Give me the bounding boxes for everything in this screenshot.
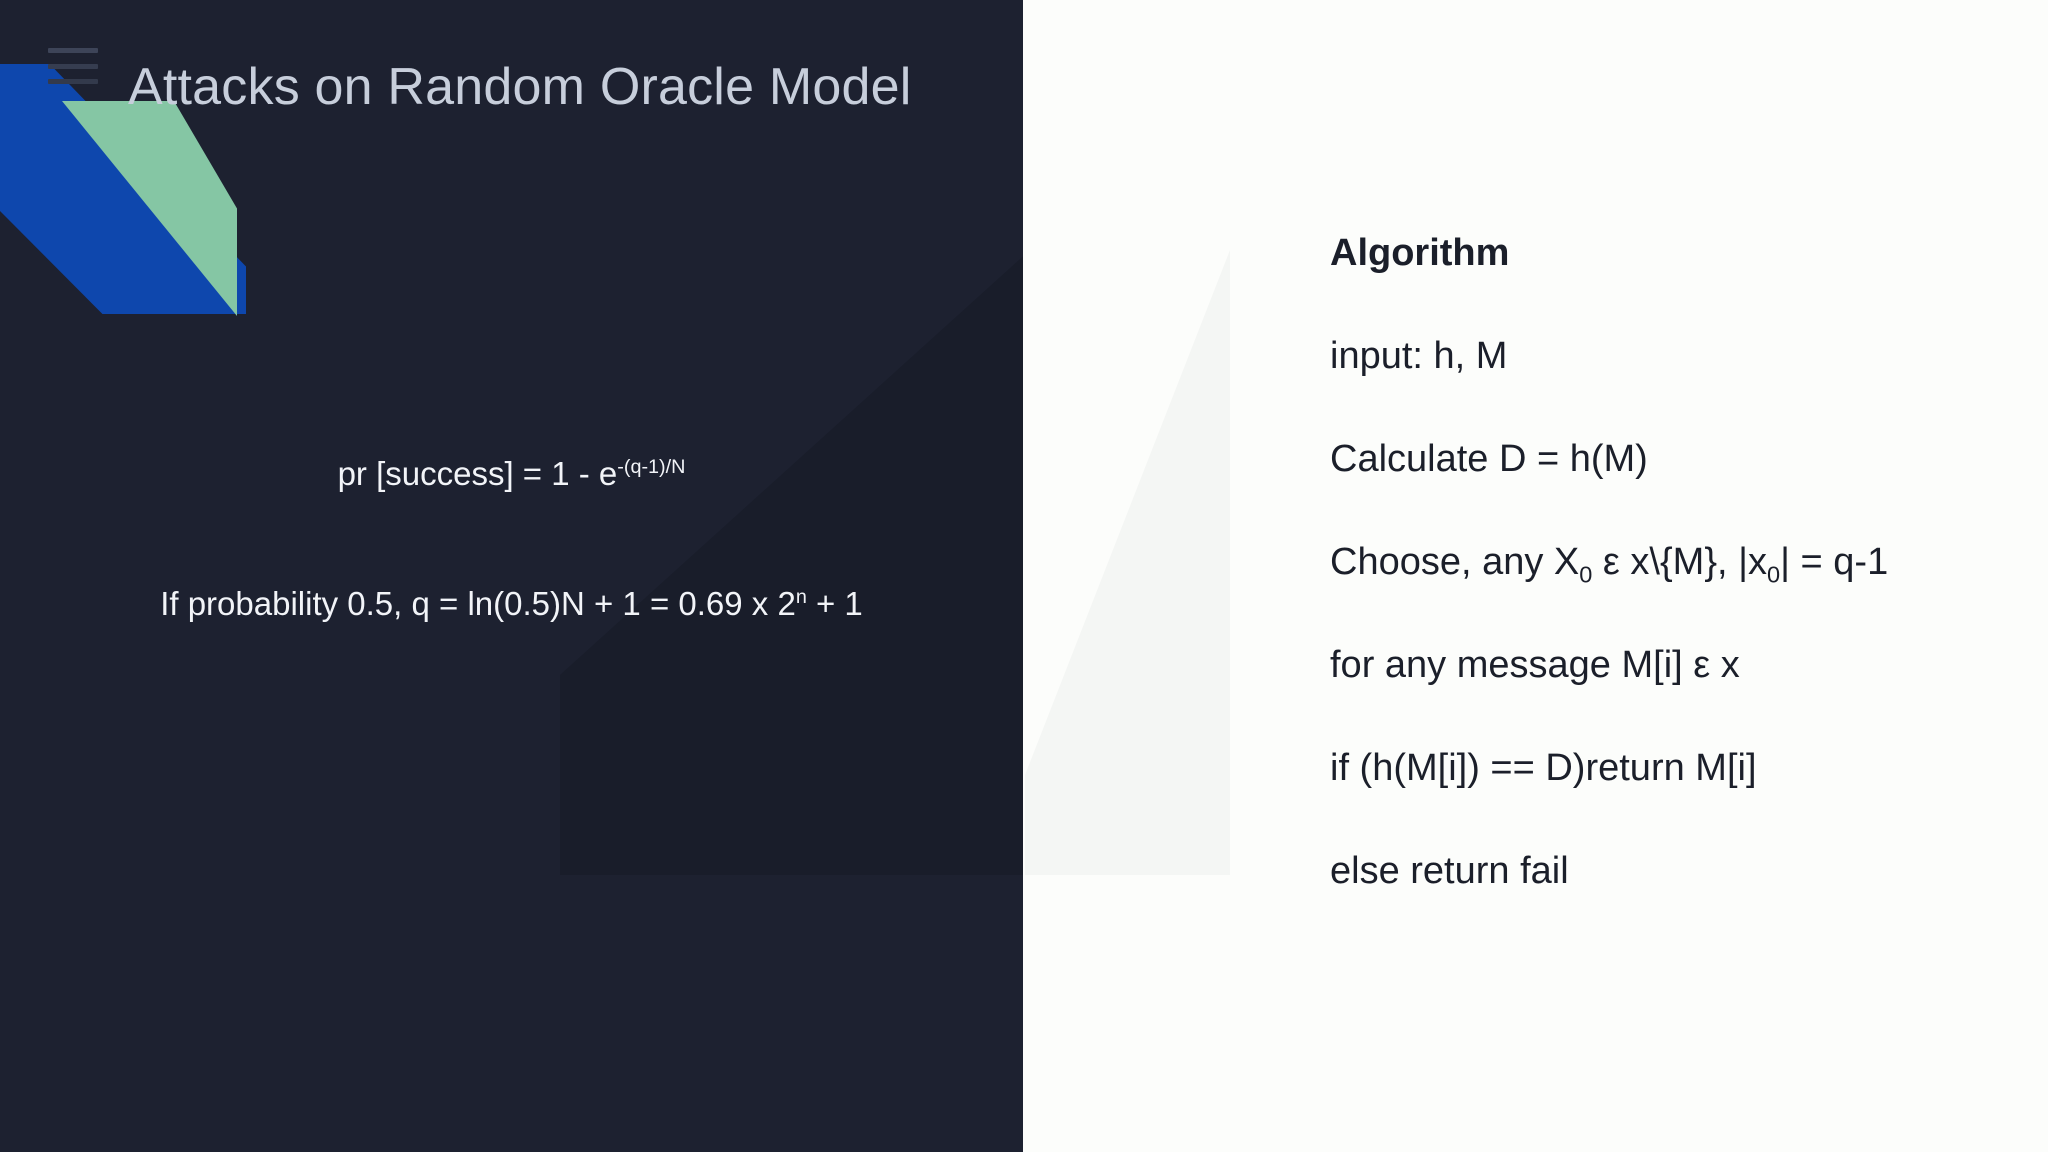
hamburger-bar-2 (48, 63, 98, 69)
right-light-panel: Algorithm input: h, M Calculate D = h(M) C… (1023, 0, 2048, 1152)
text-segment: Choose, any X (1330, 541, 1580, 583)
algorithm-heading: Algorithm (1330, 232, 1510, 274)
algorithm-step: if (h(M[i]) == D)return M[i] (1330, 747, 1757, 789)
algorithm-steps-list: input: h, M Calculate D = h(M) Choose, any… (1330, 337, 1888, 890)
subscript: 0 (1579, 561, 1593, 588)
algorithm-step: Calculate D = h(M) (1330, 438, 1648, 480)
formula-2-part-a: If probability 0.5, q = ln(0.5)N + 1 = 0… (160, 585, 796, 622)
formula-2-exponent: n (795, 586, 807, 608)
algorithm-block: Algorithm input: h, M Calculate D = h(M) C… (1330, 232, 1888, 890)
probability-half-formula: If probability 0.5, q = ln(0.5)N + 1 = 0… (0, 585, 1023, 623)
text-segment: | = q-1 (1780, 541, 1889, 583)
formula-2-part-b: + 1 (806, 585, 863, 622)
hamburger-bar-1 (48, 48, 98, 53)
algorithm-step: input: h, M (1330, 335, 1508, 377)
formula-1-exponent: -(q-1)/N (617, 456, 686, 478)
algorithm-step: for any message M[i] ε x (1330, 644, 1740, 686)
light-accent-polygon (1025, 250, 1230, 875)
subscript: 0 (1767, 561, 1781, 588)
algorithm-step: else return fail (1330, 850, 1569, 892)
left-dark-panel: Attacks on Random Oracle Model pr [succe… (0, 0, 1023, 1152)
text-segment: ε x\{M}, |x (1592, 541, 1768, 583)
hamburger-menu-icon[interactable] (48, 48, 98, 84)
probability-success-formula: pr [success] = 1 - e-(q-1)/N (0, 455, 1023, 493)
algorithm-step: Choose, any X0 ε x\{M}, |x0| = q-1 (1330, 541, 1889, 586)
formula-1-base: pr [success] = 1 - e (337, 455, 618, 492)
formula-block: pr [success] = 1 - e-(q-1)/N If probabil… (0, 455, 1023, 623)
hamburger-bar-3 (48, 79, 98, 84)
slide-title: Attacks on Random Oracle Model (128, 58, 912, 116)
